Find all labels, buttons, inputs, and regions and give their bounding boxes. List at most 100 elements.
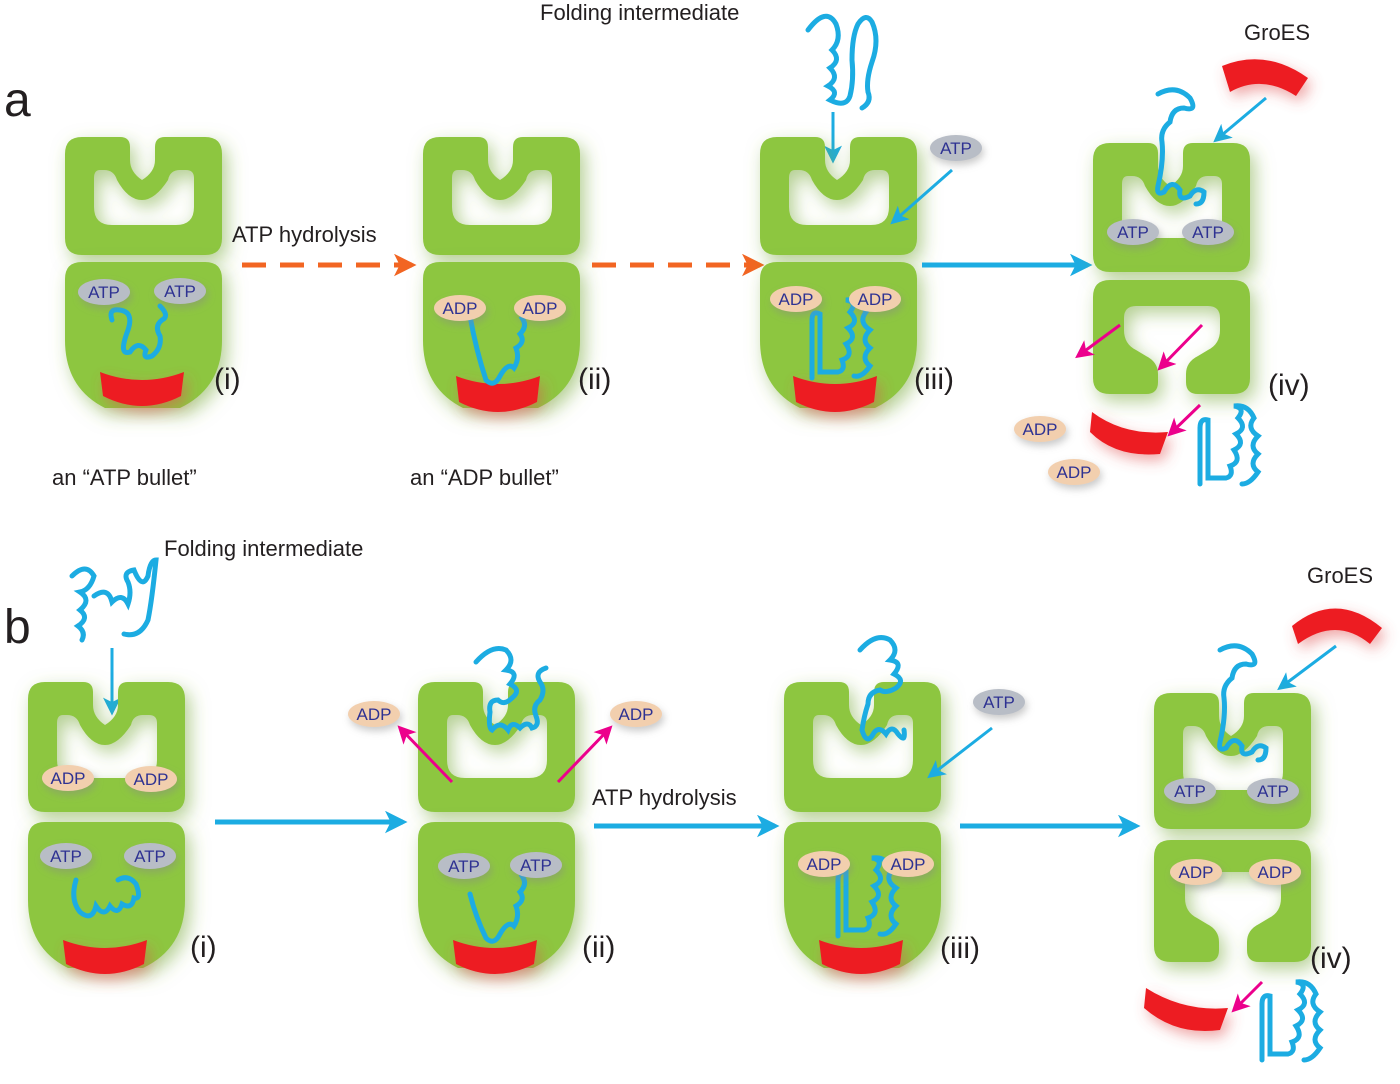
groes-cap-released bbox=[1090, 412, 1168, 455]
stage-label: (ii) bbox=[578, 363, 611, 396]
atp-label: ATP bbox=[164, 282, 196, 301]
stage-label: (ii) bbox=[582, 931, 615, 964]
folded-protein bbox=[835, 855, 900, 939]
groes-cap bbox=[456, 376, 540, 412]
atp-label: ATP bbox=[88, 283, 120, 302]
stage-label: (iii) bbox=[940, 932, 980, 965]
adp-pill: ADP bbox=[514, 295, 566, 321]
release-arrow bbox=[1075, 323, 1121, 359]
stage-label: (iv) bbox=[1310, 942, 1352, 975]
groes-cap bbox=[793, 376, 877, 412]
substrate-protein bbox=[1155, 87, 1207, 207]
adp-pill: ADP bbox=[125, 766, 177, 792]
groes-binding-arrow bbox=[1277, 644, 1337, 691]
adp-label: ADP bbox=[619, 705, 654, 724]
panel-b-complex-4 bbox=[1154, 643, 1311, 962]
atp-label: ATP bbox=[1174, 782, 1206, 801]
groes-cap bbox=[819, 940, 903, 974]
cis-ring-open bbox=[65, 137, 222, 255]
atp-binding-arrow bbox=[890, 168, 953, 225]
released-protein bbox=[1259, 979, 1324, 1063]
trans-ring-bullet bbox=[784, 822, 941, 968]
cis-ring-open bbox=[760, 137, 917, 255]
atp-label: ATP bbox=[448, 857, 480, 876]
adp-pill: ADP bbox=[849, 286, 901, 312]
bullet-caption: an “ADP bullet” bbox=[410, 465, 559, 490]
trans-ring-open bbox=[1093, 280, 1250, 394]
panel-a-complex-3 bbox=[760, 137, 917, 412]
atp-pill: ATP bbox=[154, 278, 206, 304]
hydrolysis-label: ATP hydrolysis bbox=[592, 785, 737, 810]
stage-label: (iii) bbox=[914, 363, 954, 396]
folding-intermediate-label: Folding intermediate bbox=[164, 536, 363, 561]
substrate-protein bbox=[857, 635, 907, 742]
groes-label: GroES bbox=[1244, 20, 1310, 45]
atp-pill: ATP bbox=[78, 279, 130, 305]
released-protein bbox=[1197, 403, 1262, 487]
adp-pill: ADP bbox=[434, 295, 486, 321]
groes-cap-released bbox=[1144, 988, 1228, 1032]
folding-protein bbox=[467, 859, 528, 944]
adp-label: ADP bbox=[1179, 863, 1214, 882]
trans-ring-bullet bbox=[28, 822, 185, 968]
atp-pill: ATP bbox=[1164, 778, 1216, 804]
panel-b-complex-2 bbox=[418, 646, 575, 974]
adp-label: ADP bbox=[443, 299, 478, 318]
adp-pill: ADP bbox=[1249, 859, 1301, 885]
adp-pill: ADP bbox=[610, 701, 662, 727]
folding-intermediate-label: Folding intermediate bbox=[540, 0, 739, 25]
stage-label: (i) bbox=[190, 931, 217, 964]
adp-label: ADP bbox=[357, 705, 392, 724]
atp-pill: ATP bbox=[40, 843, 92, 869]
adp-pill: ADP bbox=[1170, 859, 1222, 885]
groes-cap bbox=[100, 372, 184, 406]
folding-intermediate-protein bbox=[69, 557, 159, 643]
adp-label: ADP bbox=[1258, 863, 1293, 882]
panel-a-letter: a bbox=[4, 74, 31, 127]
release-arrow bbox=[397, 725, 454, 784]
stage-label: (iv) bbox=[1268, 369, 1310, 402]
adp-label: ADP bbox=[779, 290, 814, 309]
panel-b-complex-1 bbox=[28, 682, 185, 974]
panel-a-complex-1 bbox=[65, 137, 222, 408]
atp-binding-arrow bbox=[927, 726, 993, 779]
atp-label: ATP bbox=[520, 856, 552, 875]
adp-pill: ADP bbox=[42, 765, 94, 791]
atp-pill: ATP bbox=[930, 135, 982, 161]
atp-label: ATP bbox=[134, 847, 166, 866]
adp-pill: ADP bbox=[770, 286, 822, 312]
panel-b-letter: b bbox=[4, 601, 31, 654]
cis-ring-open bbox=[1154, 693, 1311, 829]
hydrolysis-label: ATP hydrolysis bbox=[232, 222, 377, 247]
atp-pill: ATP bbox=[1182, 219, 1234, 245]
bullet-caption: an “ATP bullet” bbox=[52, 465, 197, 490]
release-arrow bbox=[556, 725, 613, 784]
adp-pill: ADP bbox=[348, 701, 400, 727]
trans-ring-bullet bbox=[418, 822, 575, 968]
atp-label: ATP bbox=[1257, 782, 1289, 801]
adp-label: ADP bbox=[134, 770, 169, 789]
stage-label: (i) bbox=[214, 363, 241, 396]
atp-label: ATP bbox=[940, 139, 972, 158]
substrate-protein bbox=[1217, 643, 1269, 763]
atp-pill: ATP bbox=[973, 689, 1025, 715]
panel-a-complex-2 bbox=[423, 137, 580, 412]
release-arrow bbox=[1231, 980, 1264, 1013]
atp-label: ATP bbox=[1117, 223, 1149, 242]
adp-pill: ADP bbox=[798, 851, 850, 877]
cis-ring-open bbox=[1093, 143, 1250, 272]
adp-label: ADP bbox=[858, 290, 893, 309]
cis-ring-open bbox=[784, 682, 941, 812]
atp-pill: ATP bbox=[124, 843, 176, 869]
atp-pill: ATP bbox=[1107, 219, 1159, 245]
release-arrow bbox=[1157, 323, 1204, 371]
cis-ring-open bbox=[28, 682, 185, 812]
groes-cap-free bbox=[1222, 59, 1308, 96]
atp-label: ATP bbox=[1192, 223, 1224, 242]
adp-label: ADP bbox=[807, 855, 842, 874]
release-arrow bbox=[1167, 403, 1202, 437]
cis-ring-open bbox=[423, 137, 580, 255]
folding-protein bbox=[71, 875, 142, 919]
adp-label: ADP bbox=[51, 769, 86, 788]
